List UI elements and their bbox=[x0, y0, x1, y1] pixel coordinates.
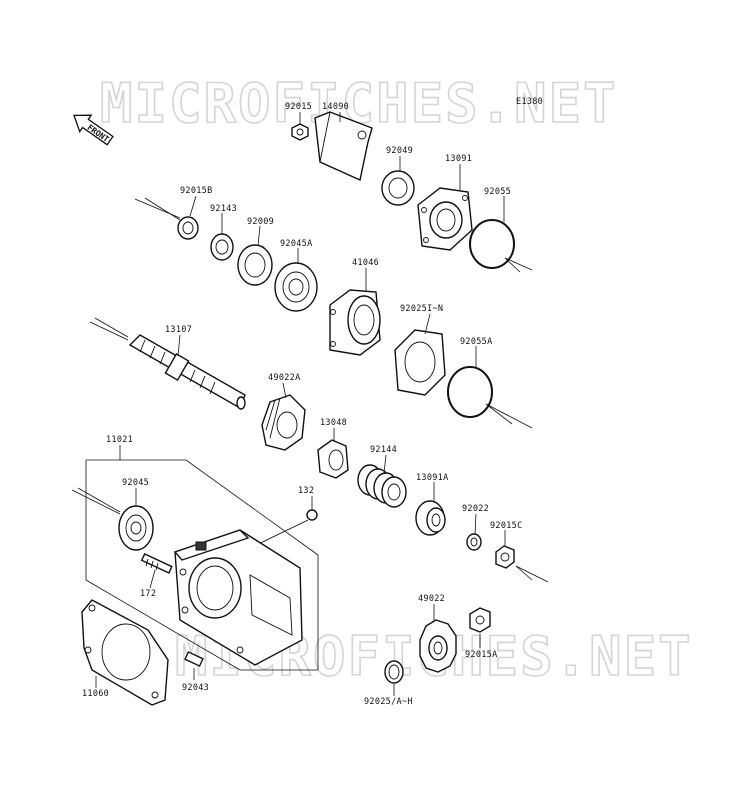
label-92045A: 92045A bbox=[280, 239, 313, 249]
nut-92015A bbox=[469, 607, 491, 633]
gear-49022A bbox=[261, 394, 306, 451]
oring-92055 bbox=[469, 219, 515, 269]
gasket-11060 bbox=[81, 599, 169, 706]
label-92143: 92143 bbox=[210, 204, 237, 214]
label-13048: 13048 bbox=[320, 418, 347, 428]
label-92015A: 92015A bbox=[465, 650, 498, 660]
spring-92144 bbox=[357, 464, 407, 508]
label-92015C: 92015C bbox=[490, 521, 523, 531]
label-132: 132 bbox=[298, 486, 314, 496]
housing-41046 bbox=[329, 289, 381, 356]
label-13091: 13091 bbox=[445, 154, 472, 164]
label-13091A: 13091A bbox=[416, 473, 449, 483]
label-49022: 49022 bbox=[418, 594, 445, 604]
label-92049: 92049 bbox=[386, 146, 413, 156]
label-92009: 92009 bbox=[247, 217, 274, 227]
nut-92015B bbox=[177, 216, 199, 240]
label-11060: 11060 bbox=[82, 689, 109, 699]
label-14090: 14090 bbox=[322, 102, 349, 112]
label-11021: 11021 bbox=[106, 435, 133, 445]
washer-92022 bbox=[466, 533, 482, 551]
label-92055A: 92055A bbox=[460, 337, 493, 347]
nut-92015C bbox=[495, 545, 515, 569]
label-172: 172 bbox=[140, 589, 156, 599]
label-92015B: 92015B bbox=[180, 186, 213, 196]
diagram-code: E1380 bbox=[516, 97, 543, 107]
pin-92043 bbox=[184, 651, 204, 667]
case bbox=[173, 529, 303, 666]
label-92025A: 92025/A~H bbox=[364, 697, 413, 707]
cover-13091 bbox=[417, 187, 473, 251]
gear-13048 bbox=[317, 439, 349, 479]
stud-172 bbox=[140, 553, 173, 574]
collar-92143 bbox=[210, 233, 234, 261]
bearing-92045A bbox=[274, 262, 318, 312]
label-13107: 13107 bbox=[165, 325, 192, 335]
shaft-13107 bbox=[128, 334, 246, 410]
label-41046: 41046 bbox=[352, 258, 379, 268]
gear-49022 bbox=[419, 619, 457, 673]
nut-92015 bbox=[291, 123, 309, 141]
gasket-92025I bbox=[394, 329, 446, 396]
seal-92049 bbox=[381, 170, 415, 206]
label-92144: 92144 bbox=[370, 445, 397, 455]
bracket-14090 bbox=[314, 111, 373, 181]
label-92025I: 92025I~N bbox=[400, 304, 443, 314]
label-49022A: 49022A bbox=[268, 373, 301, 383]
label-92045: 92045 bbox=[122, 478, 149, 488]
washer-92009 bbox=[237, 244, 273, 286]
washer-92025A bbox=[384, 660, 404, 684]
group-bracket-11021 bbox=[85, 445, 319, 671]
label-92022: 92022 bbox=[462, 504, 489, 514]
label-92043: 92043 bbox=[182, 683, 209, 693]
label-92015: 92015 bbox=[285, 102, 312, 112]
collar-13091A bbox=[415, 500, 446, 536]
bearing-92045 bbox=[118, 505, 154, 551]
oring-92055A bbox=[447, 366, 493, 418]
label-92055: 92055 bbox=[484, 187, 511, 197]
